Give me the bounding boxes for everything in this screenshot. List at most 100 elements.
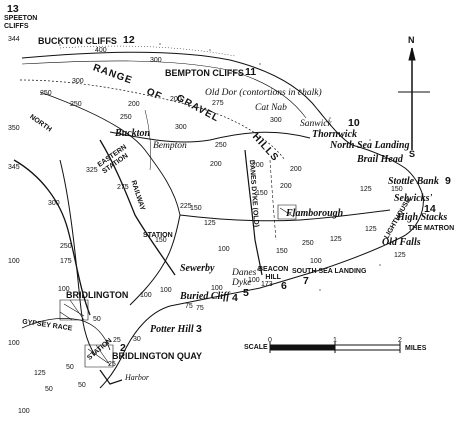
label-harbor: Harbor xyxy=(125,373,150,382)
road-flamborough xyxy=(179,209,391,222)
label-cat-nab: Cat Nab xyxy=(255,103,287,113)
height-speeton: 344 xyxy=(8,36,20,43)
label-bridlington: BRIDLINGTON xyxy=(66,290,129,300)
scale-label: SCALE xyxy=(244,344,268,351)
height-27: 275 xyxy=(212,100,224,107)
bridlington-quay-town xyxy=(84,344,114,368)
label-3: 3 xyxy=(196,323,202,335)
scale-unit: MILES xyxy=(405,345,427,352)
label-4: 4 xyxy=(232,292,238,304)
label-10: 10 xyxy=(348,117,360,129)
height-30: 125 xyxy=(330,236,342,243)
height-12: 300 xyxy=(48,200,60,207)
height-5: 250 xyxy=(70,101,82,108)
label-brail-head: Brail Head xyxy=(357,154,403,165)
road-bempton xyxy=(109,131,311,143)
label-potter-hill: Potter Hill xyxy=(150,324,194,335)
height-22: 150 xyxy=(190,205,202,212)
height-33: 100 xyxy=(310,258,322,265)
label-flamborough: Flamborough xyxy=(286,208,344,219)
height-49: 300 xyxy=(270,117,282,124)
height-52: 150 xyxy=(276,248,288,255)
height-2: 300 xyxy=(150,57,162,64)
label-thornwick: Thornwick xyxy=(312,129,358,140)
height-23: 200 xyxy=(210,161,222,168)
label-13: 13 xyxy=(7,3,19,15)
label-station: STATION xyxy=(143,232,173,239)
label-south-sea-landing: SOUTH SEA LANDING xyxy=(292,268,367,275)
label-6: 6 xyxy=(281,280,287,292)
label-beacon-hill: BEACON HILL xyxy=(258,266,289,281)
height-28: 250 xyxy=(215,142,227,149)
railway-line xyxy=(13,159,91,316)
label-high-stacks: High Stacks xyxy=(397,212,448,223)
label-sanwick: Sanwick xyxy=(300,119,332,129)
height-44: 100 xyxy=(218,246,230,253)
height-15: 250 xyxy=(60,243,72,250)
height-36: 100 xyxy=(211,285,223,292)
height-26: 150 xyxy=(256,190,268,197)
label-danes-dyke: Danes' Dyke xyxy=(232,268,259,289)
label-bempton: Bempton xyxy=(153,141,187,151)
compass-rose xyxy=(398,47,430,150)
label-stottle-bank: Stottle Bank xyxy=(388,176,439,187)
height-47: 173 xyxy=(261,281,273,288)
label-speeton-cliffs: SPEETON CLIFFS xyxy=(4,15,38,30)
label-north-sea-landing: North Sea Landing xyxy=(330,140,410,151)
height-43: 25 xyxy=(108,361,116,368)
sea-stipple xyxy=(59,41,441,291)
road-sewerby xyxy=(129,214,181,306)
scale-bar xyxy=(269,342,401,353)
height-51: 125 xyxy=(365,226,377,233)
label-the-matron: THE MATRON xyxy=(408,225,455,232)
height-13: 325 xyxy=(86,167,98,174)
scale-tick-1: 1 xyxy=(333,337,337,344)
height-35: 100 xyxy=(160,287,172,294)
height-45: 200 xyxy=(280,183,292,190)
label-buckton-cliffs: BUCKTON CLIFFS xyxy=(38,36,117,46)
label-selwicks: Selwicks' xyxy=(394,193,433,204)
height-50: 30 xyxy=(133,336,141,343)
height-21: 150 xyxy=(155,237,167,244)
label-9: 9 xyxy=(445,175,451,187)
height-54: 100 xyxy=(18,408,30,415)
label-14: 14 xyxy=(424,203,436,215)
height-8: 200 xyxy=(170,96,182,103)
height-48: 200 xyxy=(290,166,302,173)
label-buckton: Buckton xyxy=(115,128,151,139)
height-32: 150 xyxy=(391,186,403,193)
height-6: 200 xyxy=(128,101,140,108)
label-old-dor: Old Dor (contortions in chalk) xyxy=(205,88,322,98)
road-bridlington xyxy=(59,159,96,356)
label-11: 11 xyxy=(245,66,257,78)
height-39: 50 xyxy=(45,386,53,393)
label-sewerby: Sewerby xyxy=(180,263,215,274)
height-46: 250 xyxy=(302,240,314,247)
height-56: 75 xyxy=(185,303,193,310)
label-12: 12 xyxy=(123,34,135,46)
height-11: 345 xyxy=(8,164,20,171)
label-bridlington-quay: BRIDLINGTON QUAY xyxy=(112,351,203,361)
coastline xyxy=(21,51,424,389)
height-29: 125 xyxy=(360,186,372,193)
height-41: 25 xyxy=(113,337,121,344)
height-3: 300 xyxy=(72,78,84,85)
height-19: 100 xyxy=(58,286,70,293)
height-53: 100 xyxy=(248,277,260,284)
height-17: 100 xyxy=(8,258,20,265)
danes-dyke xyxy=(244,149,263,276)
height-25: 200 xyxy=(252,162,264,169)
height-20: 125 xyxy=(34,370,46,377)
height-10: 350 xyxy=(8,125,20,132)
height-38: 50 xyxy=(93,316,101,323)
label-2: 2 xyxy=(120,342,126,354)
height-42: 50 xyxy=(66,364,74,371)
compass-south-label: S xyxy=(409,149,416,159)
flamborough-town xyxy=(277,204,297,220)
cliff-edge xyxy=(21,60,307,119)
compass-north-label: N xyxy=(408,35,415,45)
height-18: 100 xyxy=(8,340,20,347)
height-7: 250 xyxy=(120,114,132,121)
